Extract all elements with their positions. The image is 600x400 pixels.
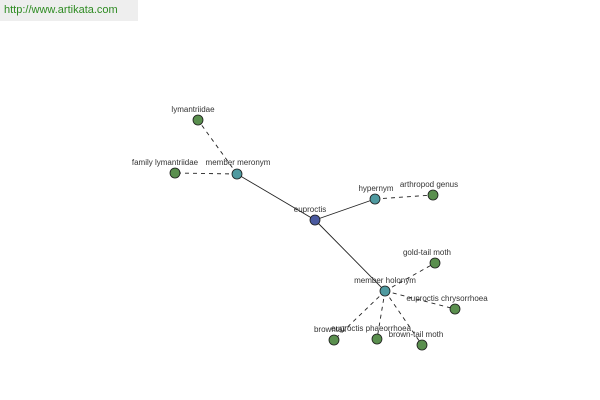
node-brown-tail-moth[interactable] [416, 339, 428, 351]
node-euproctis-chrysorrhoea[interactable] [449, 303, 461, 315]
node-member-holonym[interactable] [379, 285, 391, 297]
node-label-lymantriidae[interactable]: lymantriidae [171, 105, 215, 114]
node-label-browntail[interactable]: browntail [314, 325, 346, 334]
node-label-euproctis[interactable]: euproctis [294, 205, 326, 214]
edge-euproctis-to-hypernym [314, 198, 376, 221]
node-gold-tail-moth[interactable] [429, 257, 441, 269]
node-browntail[interactable] [328, 334, 340, 346]
edge-hypernym-to-arthropod_genus [374, 194, 434, 200]
node-label-member-meronym[interactable]: member meronym [206, 158, 271, 167]
edge-member_holonym-to-brown_tail_moth [384, 290, 423, 346]
node-euproctis-phaeorrhoea[interactable] [371, 333, 383, 345]
url-link[interactable]: http://www.artikata.com [4, 4, 118, 16]
node-member-meronym[interactable] [231, 168, 243, 180]
url-banner[interactable]: http://www.artikata.com [0, 0, 138, 21]
node-label-arthropod-genus[interactable]: arthropod genus [400, 180, 458, 189]
edge-euproctis-to-member_holonym [314, 219, 386, 292]
node-arthropod-genus[interactable] [427, 189, 439, 201]
node-label-euproctis-chrysorrhoea[interactable]: euproctis chrysorrhoea [406, 294, 488, 303]
node-label-member-holonym[interactable]: member holonym [354, 276, 416, 285]
edge-euproctis-to-member_meronym [236, 173, 316, 221]
edge-member_meronym-to-lymantriidae [197, 119, 238, 175]
node-family-lymantriidae[interactable] [169, 167, 181, 179]
nodes-layer [169, 114, 461, 351]
node-hypernym[interactable] [369, 193, 381, 205]
edge-member_holonym-to-browntail [333, 290, 386, 341]
node-label-brown-tail-moth[interactable]: brown-tail moth [389, 330, 444, 339]
edge-member_holonym-to-euproctis_phaeorrhoea [376, 290, 386, 340]
node-lymantriidae[interactable] [192, 114, 204, 126]
node-label-euproctis-phaeorrhoea[interactable]: euproctis phaeorrhoea [331, 324, 412, 333]
labels-layer: euproctis member meronym hypernym member ho… [132, 105, 488, 339]
node-label-hypernym[interactable]: hypernym [358, 184, 393, 193]
node-euproctis[interactable] [309, 214, 321, 226]
node-label-gold-tail-moth[interactable]: gold-tail moth [403, 248, 451, 257]
edge-member_holonym-to-gold_tail_moth [384, 262, 436, 292]
edges-layer [174, 119, 456, 346]
edge-member_meronym-to-family_lymantriidae [174, 172, 238, 175]
node-label-family-lymantriidae[interactable]: family lymantriidae [132, 158, 199, 167]
